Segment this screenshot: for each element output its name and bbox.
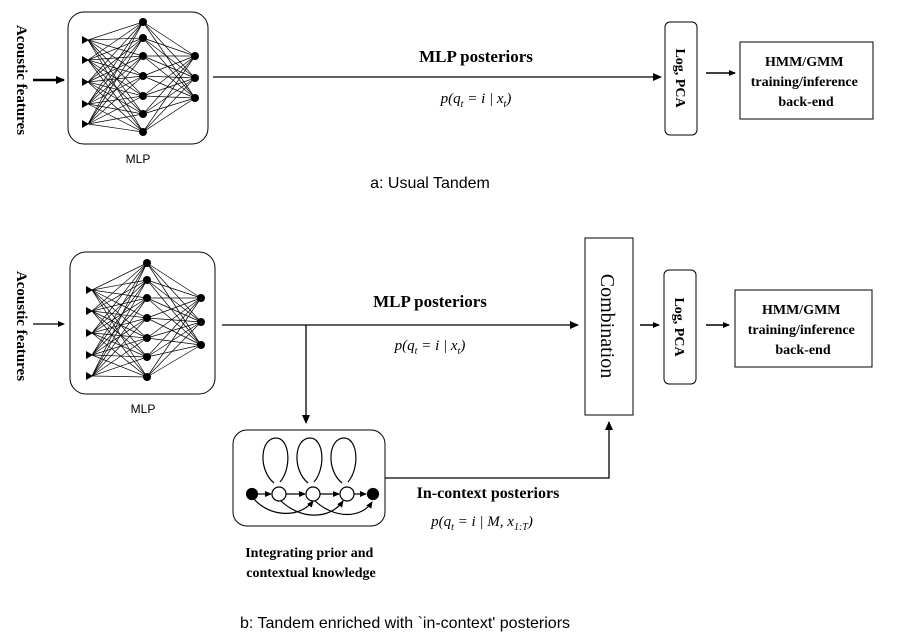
output-neuron: [191, 74, 199, 82]
acoustic-features-label-b: Acoustic features: [13, 271, 29, 381]
incontext-arrow: [385, 421, 613, 479]
mlp-label-b: MLP: [131, 402, 156, 416]
mlp-label-a: MLP: [126, 152, 151, 166]
caption-a: a: Usual Tandem: [370, 175, 490, 192]
output-neuron: [191, 94, 199, 102]
hmm-states: [245, 486, 380, 502]
input-neuron: [82, 100, 89, 108]
hmm-state-graph: [252, 437, 373, 516]
mlp-posteriors-label-b: MLP posteriors: [373, 292, 487, 311]
posterior-formula-a: p(qt = i | xt): [440, 91, 512, 110]
hmm-state-3: [339, 486, 355, 502]
log-pca-box-a: [664, 21, 698, 136]
hidden-neuron: [143, 259, 151, 267]
hidden-neuron: [143, 294, 151, 302]
input-neuron: [82, 120, 89, 128]
output-neuron: [197, 294, 205, 302]
output-neuron: [197, 341, 205, 349]
hidden-neuron: [143, 314, 151, 322]
input-neuron: [86, 351, 93, 359]
input-neuron: [82, 78, 89, 86]
log-pca-label-b: Log, PCA: [671, 297, 686, 357]
hmm-caption: Integrating prior and contextual knowled…: [245, 546, 377, 581]
hmm-state-1: [271, 486, 287, 502]
hidden-neuron: [143, 276, 151, 284]
backend-label-a: HMM/GMM training/inference back-end: [751, 55, 862, 110]
hidden-neuron: [143, 373, 151, 381]
backend-box-b: [734, 289, 873, 368]
mlp-network-a: [82, 18, 199, 136]
posterior-formula-b: p(qt = i | xt): [394, 338, 466, 357]
caption-b: b: Tandem enriched with `in-context' pos…: [240, 615, 570, 632]
input-neuron: [82, 56, 89, 64]
output-neuron: [197, 318, 205, 326]
panel-a: Acoustic features MLP MLP posteriors p(q…: [13, 11, 874, 192]
input-neuron: [82, 36, 89, 44]
input-neuron: [86, 286, 93, 294]
backend-label-b: HMM/GMM training/inference back-end: [748, 303, 859, 358]
hidden-neuron: [139, 52, 147, 60]
combination-label: Combination: [596, 274, 618, 378]
incontext-label: In-context posteriors: [417, 485, 560, 502]
log-pca-label-a: Log, PCA: [672, 48, 687, 108]
hmm-state-2: [305, 486, 321, 502]
hidden-neuron: [139, 128, 147, 136]
mlp-network-b: [86, 259, 205, 381]
hidden-neuron: [139, 110, 147, 118]
hidden-neuron: [139, 18, 147, 26]
combination-box: [584, 237, 634, 416]
hidden-neuron: [143, 334, 151, 342]
hidden-neuron: [139, 72, 147, 80]
acoustic-features-label-a: Acoustic features: [13, 25, 29, 135]
hidden-neuron: [139, 92, 147, 100]
hmm-start-state: [245, 487, 259, 501]
backend-box-a: [739, 41, 874, 120]
input-neuron: [86, 329, 93, 337]
incontext-formula: p(qt = i | M, x1:T): [430, 514, 533, 533]
hidden-neuron: [143, 353, 151, 361]
output-neuron: [191, 52, 199, 60]
hmm-end-state: [366, 487, 380, 501]
input-neuron: [86, 372, 93, 380]
mlp-posteriors-label-a: MLP posteriors: [419, 47, 533, 66]
log-pca-box-b: [663, 269, 697, 385]
panel-b: Acoustic features MLP MLP posteriors p(q…: [13, 237, 873, 632]
input-neuron: [86, 307, 93, 315]
hidden-neuron: [139, 34, 147, 42]
